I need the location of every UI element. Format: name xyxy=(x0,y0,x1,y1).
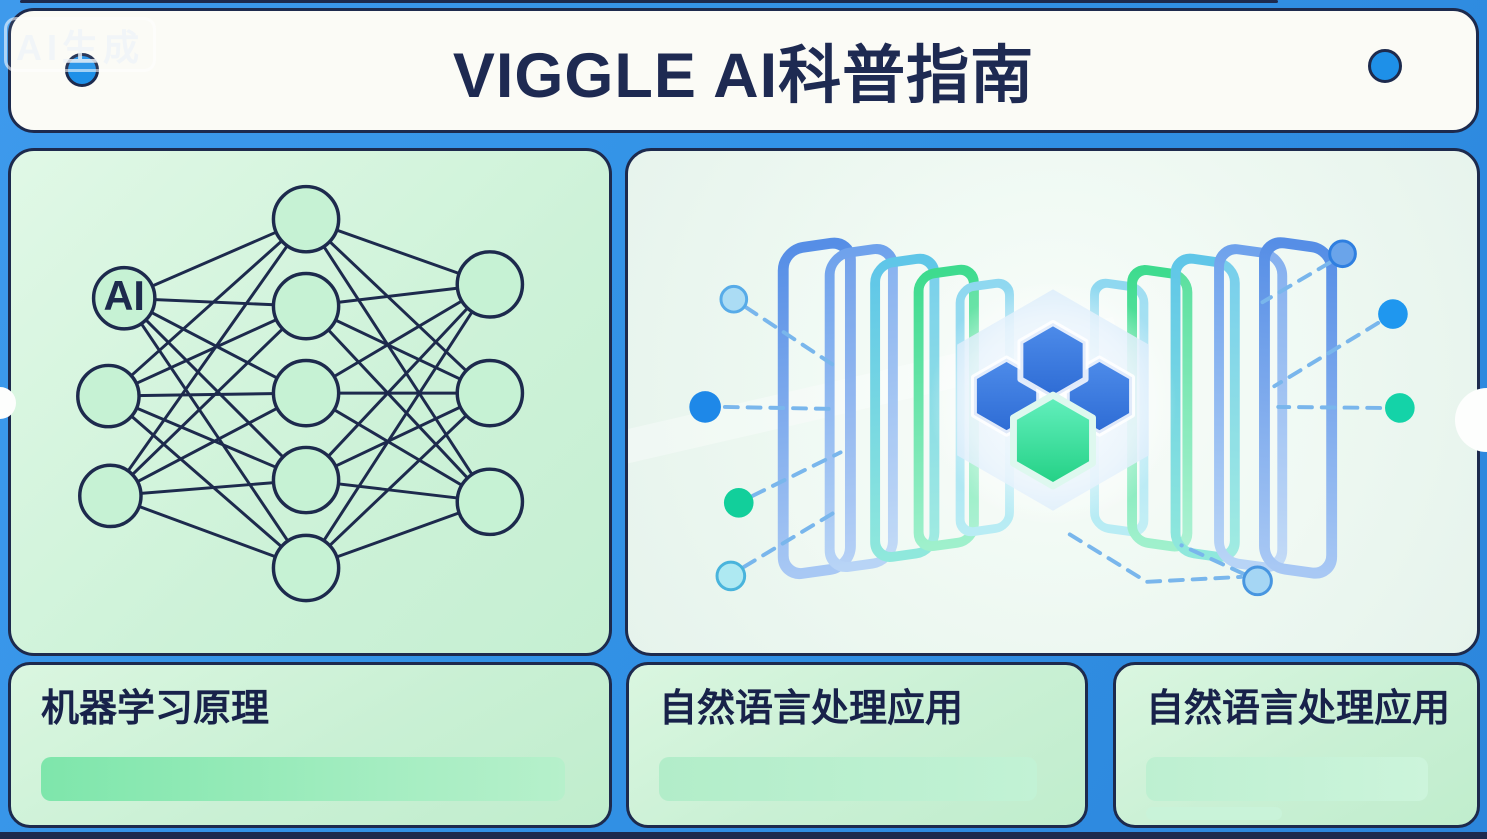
top-edge-line xyxy=(20,0,1278,3)
dot-light-blue-icon xyxy=(719,284,749,314)
dot-blue-icon xyxy=(1328,239,1357,269)
header-bar: VIGGLE AI科普指南 xyxy=(8,8,1479,133)
illustration-panel xyxy=(625,148,1480,656)
page-title: VIGGLE AI科普指南 xyxy=(452,41,1035,111)
card-nlp-2: 自然语言处理应用 xyxy=(1113,662,1480,828)
header-dot-right-icon xyxy=(1368,49,1402,83)
dot-cyan-icon xyxy=(715,560,747,592)
bottom-edge-strip xyxy=(0,832,1487,839)
card-label: 机器学习原理 xyxy=(41,688,270,730)
neural-network-panel: AI xyxy=(8,148,612,656)
dot-teal-icon xyxy=(1385,393,1415,423)
dot-blue-icon xyxy=(689,391,721,423)
card-nlp-1: 自然语言处理应用 xyxy=(626,662,1088,828)
left-edge-notch xyxy=(0,387,16,419)
progress-bar xyxy=(1146,757,1428,801)
dot-blue-icon xyxy=(1378,299,1408,329)
card-label: 自然语言处理应用 xyxy=(1146,688,1451,730)
progress-bar xyxy=(41,757,565,801)
hexagon-core-icon xyxy=(929,279,1177,527)
progress-bar xyxy=(659,757,1038,801)
watermark-label: AI生成 xyxy=(15,26,144,68)
dot-green-icon xyxy=(723,487,754,518)
ai-node-label: AI xyxy=(103,272,144,319)
neural-network-nodes xyxy=(76,184,525,603)
nlp-illustration xyxy=(628,237,1415,597)
dot-light-blue-icon xyxy=(1242,565,1273,597)
connector-dots xyxy=(689,239,1415,597)
card-label: 自然语言处理应用 xyxy=(659,688,964,730)
progress-bar-secondary xyxy=(1146,807,1283,820)
ai-generated-watermark: AI生成 xyxy=(4,17,156,72)
card-machine-learning: 机器学习原理 xyxy=(8,662,612,828)
neural-network-diagram: AI xyxy=(76,184,525,603)
